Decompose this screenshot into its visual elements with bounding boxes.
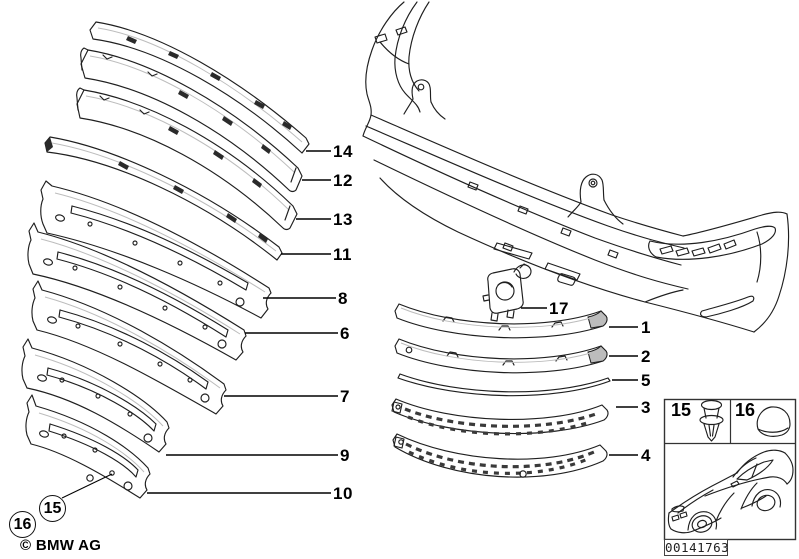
callout-5[interactable]: 5: [641, 371, 651, 390]
callout-2[interactable]: 2: [641, 347, 651, 366]
trim-strip-12: [80, 47, 303, 193]
callout-7[interactable]: 7: [340, 387, 350, 406]
car-silhouette-icon: [667, 449, 794, 534]
callout-12[interactable]: 12: [333, 171, 353, 190]
legend-item-15-label: 15: [671, 400, 692, 420]
legend-box: [663, 398, 797, 541]
callout-4[interactable]: 4: [641, 446, 651, 465]
callout-3[interactable]: 3: [641, 398, 651, 417]
cover-cap-icon: [756, 406, 791, 437]
carrier-panel-10: [25, 394, 151, 499]
drawing-number-plate: 00141763: [664, 539, 730, 556]
legend-item-16-label: 16: [735, 400, 756, 420]
bumper-cover-drawing: [362, 1, 790, 333]
trim-strip-3: [391, 398, 609, 436]
callout-6[interactable]: 6: [340, 324, 350, 343]
circled-callout-15[interactable]: 15: [39, 495, 66, 522]
carrier-panel-9: [21, 338, 170, 453]
trim-strip-13: [76, 87, 298, 231]
callout-8[interactable]: 8: [338, 289, 348, 308]
carrier-panel-6: [27, 222, 247, 361]
callout-9[interactable]: 9: [340, 446, 350, 465]
trim-strip-14: [89, 21, 310, 154]
trim-strip-5: [397, 373, 611, 397]
circled-callout-16[interactable]: 16: [9, 511, 36, 538]
leader-lines: [61, 150, 638, 499]
callout-13[interactable]: 13: [333, 210, 353, 229]
trim-strip-11: [44, 136, 283, 261]
callout-11[interactable]: 11: [333, 245, 352, 264]
callout-1[interactable]: 1: [641, 318, 651, 337]
expanding-rivet-icon: [699, 399, 724, 442]
copyright-notice: © BMW AG: [20, 537, 102, 554]
trim-strip-4: [392, 433, 608, 478]
bracket-17-drawing: [482, 263, 532, 322]
trim-strip-2: [394, 338, 608, 374]
carrier-panel-8: [40, 180, 272, 319]
callout-14[interactable]: 14: [333, 142, 353, 161]
trim-strip-1: [394, 303, 608, 339]
callout-17[interactable]: 17: [549, 299, 569, 318]
carrier-panel-7: [31, 280, 227, 415]
callout-10[interactable]: 10: [333, 484, 353, 503]
